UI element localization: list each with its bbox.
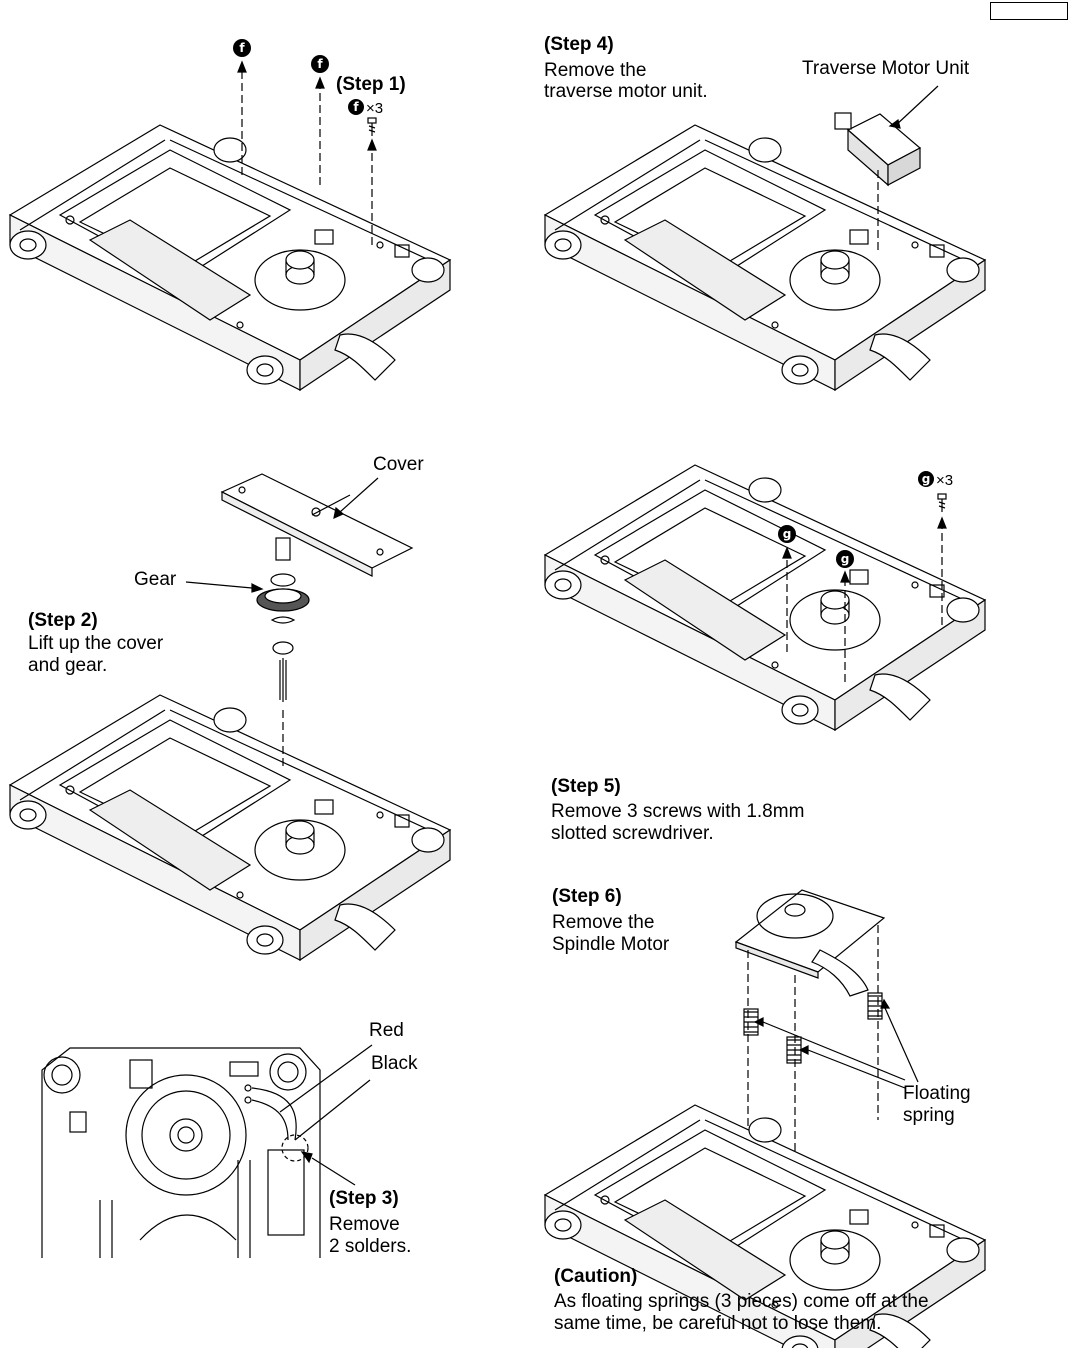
marker-f-1: f (233, 39, 251, 57)
step5-text-line2: slotted screwdriver. (551, 823, 714, 844)
svg-text:g: g (922, 472, 931, 486)
step4-heading: (Step 4) (544, 34, 614, 55)
caution-heading: (Caution) (554, 1266, 638, 1287)
traverse-motor-unit-label: Traverse Motor Unit (802, 58, 970, 79)
step2-text-line2: and gear. (28, 655, 108, 676)
marker-g-3: g ×3 (918, 471, 953, 489)
svg-text:×3: ×3 (366, 100, 383, 117)
step6-heading: (Step 6) (552, 886, 622, 907)
step3-bottom-view-drawing (41, 1044, 373, 1258)
marker-f-3: f ×3 (348, 99, 383, 117)
step4-text-line1: Remove the (544, 60, 647, 81)
caution-text-line2: same time, be careful not to lose them. (554, 1313, 882, 1334)
black-wire-label: Black (371, 1053, 418, 1074)
step6-text-line2: Spindle Motor (552, 934, 670, 955)
cover-label: Cover (373, 454, 424, 475)
step4-traverse-motor-unit-drawing (834, 85, 939, 250)
step4-text-line2: traverse motor unit. (544, 81, 708, 102)
step2-heading: (Step 2) (28, 610, 98, 631)
floating-spring-label-line2: spring (903, 1105, 955, 1126)
svg-text:g: g (841, 552, 850, 566)
gear-label: Gear (134, 569, 177, 590)
step6-text-line1: Remove the (552, 912, 655, 933)
step1-heading: (Step 1) (336, 74, 406, 95)
step3-text-line2: 2 solders. (329, 1236, 412, 1257)
marker-f-2: f (311, 55, 329, 73)
cover-leader-line (339, 477, 379, 513)
step5-arrows (782, 493, 947, 682)
step5-text-line1: Remove 3 screws with 1.8mm (551, 801, 805, 822)
step3-heading: (Step 3) (329, 1188, 399, 1209)
step6-spindle-motor-drawing (734, 889, 886, 997)
step2-text-line1: Lift up the cover (28, 633, 164, 654)
step1-arrows (237, 60, 377, 245)
svg-text:f: f (239, 41, 245, 55)
step2-cover-drawing (220, 473, 414, 577)
caution-text-line1: As floating springs (3 pieces) come off … (554, 1291, 929, 1312)
step3-text-line1: Remove (329, 1214, 400, 1235)
red-wire-label: Red (369, 1020, 404, 1041)
marker-g-2: g (836, 550, 854, 568)
marker-g-1: g (778, 525, 796, 543)
svg-text:g: g (783, 527, 792, 541)
step2-gear-drawing (185, 537, 310, 702)
floating-spring-label-line1: Floating (903, 1083, 971, 1104)
svg-text:f: f (353, 100, 359, 114)
svg-text:×3: ×3 (936, 472, 953, 489)
step5-heading: (Step 5) (551, 776, 621, 797)
svg-text:f: f (317, 57, 323, 71)
